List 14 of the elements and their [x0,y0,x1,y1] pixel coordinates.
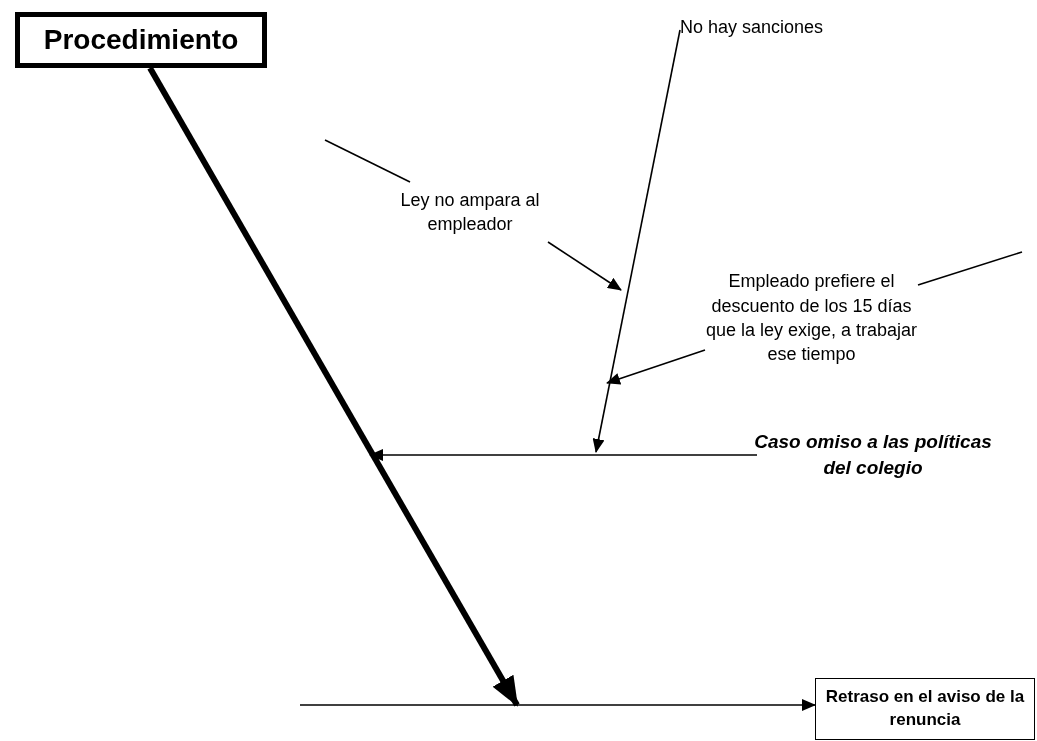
cause-label: No hay sanciones [680,12,880,42]
effect-box: Retraso en el aviso de la renuncia [815,678,1035,740]
title-box: Procedimiento [15,12,267,68]
arrow [299,699,816,711]
arrow [547,241,622,291]
arrow [606,349,706,385]
branch-line [917,251,1023,286]
cause-label: Ley no ampara al empleador [385,182,555,242]
spine-arrow [147,66,520,707]
arrow [592,29,681,453]
branch-line [324,139,411,183]
category-label: Caso omiso a las políticas del colegio [748,424,998,486]
cause-label: Empleado prefiere el descuento de los 15 días que la ley exige, a trabajar ese tiempo [705,238,918,398]
arrow [369,449,758,461]
